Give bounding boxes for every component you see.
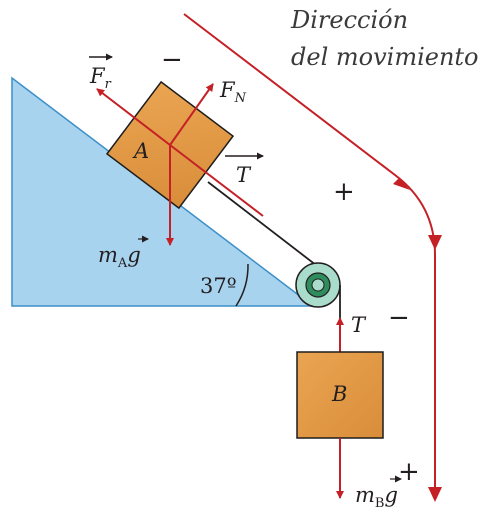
- sign-bottom-plus: +: [398, 457, 420, 487]
- angle-label: 37º: [200, 274, 237, 298]
- block-a-label: A: [132, 139, 149, 163]
- friction-label: Fr: [89, 64, 112, 92]
- direction-label-line1: Dirección: [290, 6, 408, 34]
- direction-arrowhead-turn: [428, 235, 442, 250]
- normal-label: FN: [219, 78, 247, 106]
- normal-vector: [169, 83, 214, 146]
- weight-a-label: mAg: [98, 243, 141, 271]
- direction-label-line2: del movimiento: [291, 43, 479, 71]
- tension-a-vector: [169, 144, 264, 217]
- sign-mid-plus: +: [333, 177, 355, 207]
- friction-vector: [96, 88, 171, 146]
- pulley: [295, 262, 341, 308]
- weight-b-label: mBg: [355, 483, 398, 511]
- tension-b-label: T: [351, 313, 367, 337]
- tension-a-label: T: [236, 163, 252, 187]
- sign-right-minus: −: [388, 303, 410, 333]
- direction-arrowhead-mid: [393, 178, 410, 190]
- sign-top-minus: −: [161, 45, 183, 75]
- block-b-label: B: [331, 382, 347, 406]
- direction-arrowhead-end: [428, 487, 442, 502]
- direction-path: [183, 13, 436, 497]
- rope-incline: [207, 181, 326, 273]
- angle-arc: [235, 263, 249, 307]
